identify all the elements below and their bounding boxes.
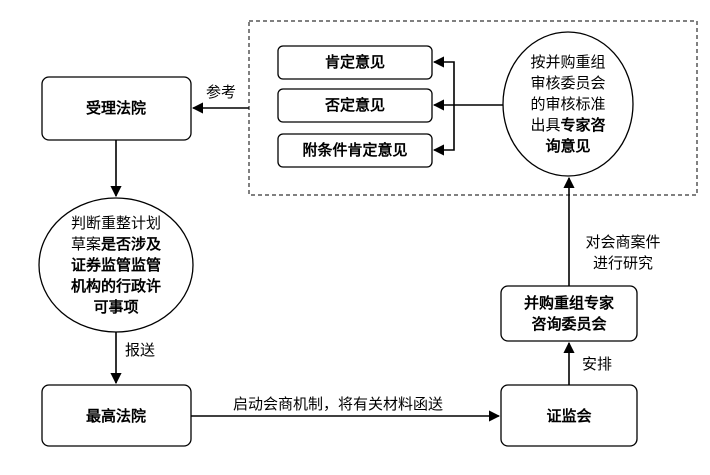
edge-arrange-label: 安排 bbox=[582, 355, 612, 373]
review-ellipse bbox=[502, 31, 634, 177]
edge-consult-label: 启动会商机制，将有关材料函送 bbox=[233, 395, 443, 413]
expert-committee-line-1: 并购重组专家 bbox=[524, 294, 614, 312]
edge-research-label-1: 对会商案件 bbox=[585, 233, 660, 251]
judgment-line-3: 证券监管监管 bbox=[71, 256, 161, 274]
affirm-opinion-label: 肯定意见 bbox=[325, 53, 385, 71]
judgment-line-2b: 是否涉及 bbox=[100, 235, 162, 253]
expert-committee-line-2: 咨询委员会 bbox=[531, 315, 606, 333]
edge-report-label: 报送 bbox=[125, 341, 155, 359]
csrc-label: 证监会 bbox=[546, 407, 591, 425]
review-line-2: 审核委员会 bbox=[530, 74, 605, 92]
conditional-opinion-label: 附条件肯定意见 bbox=[302, 141, 407, 159]
review-line-3: 的审核标准 bbox=[530, 95, 605, 113]
judgment-line-1: 判断重整计划 bbox=[71, 214, 161, 232]
judgment-line-2: 草案是否涉及 bbox=[71, 235, 162, 253]
review-line-1: 按并购重组 bbox=[530, 53, 605, 71]
accepting-court-label: 受理法院 bbox=[86, 99, 146, 117]
review-line-5: 询意见 bbox=[545, 137, 590, 155]
review-line-4: 出具专家咨 bbox=[530, 116, 605, 134]
judgment-line-2a: 草案 bbox=[71, 235, 101, 253]
supreme-court-label: 最高法院 bbox=[86, 407, 146, 425]
conditional-opinion-node bbox=[277, 133, 433, 168]
edge-bracket-top bbox=[432, 56, 455, 105]
edge-research-label-2: 进行研究 bbox=[593, 254, 653, 272]
edge-bracket-bottom bbox=[432, 105, 455, 156]
judgment-line-4: 机构的行政许 bbox=[71, 277, 161, 295]
deny-opinion-label: 否定意见 bbox=[324, 96, 385, 114]
judgment-line-5: 可事项 bbox=[93, 298, 138, 316]
affirm-opinion-node bbox=[277, 45, 433, 80]
deny-opinion-node bbox=[277, 88, 433, 123]
review-line-4a: 出具 bbox=[530, 116, 560, 134]
review-line-4b: 专家咨 bbox=[561, 116, 606, 134]
edge-reference-label: 参考 bbox=[206, 83, 236, 101]
